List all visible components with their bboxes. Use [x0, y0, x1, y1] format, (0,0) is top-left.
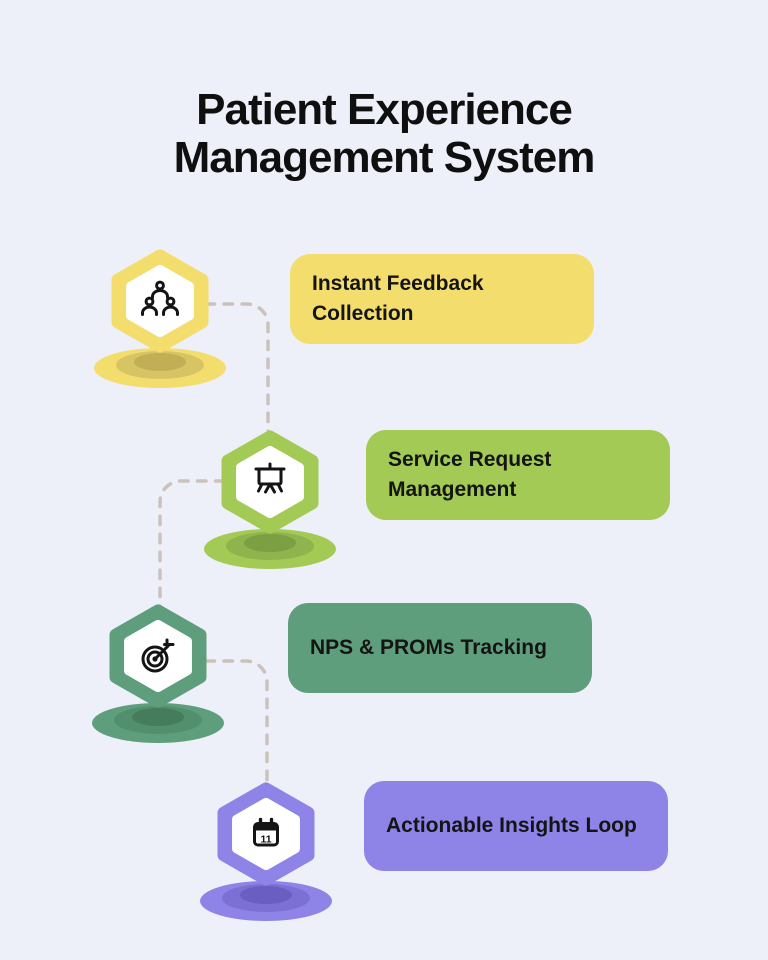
target-icon [141, 638, 175, 673]
calendar-icon: 11 [253, 817, 279, 847]
step-hexagon-graphic [204, 430, 336, 569]
step-badge [88, 599, 228, 749]
step-label-box: Service Request Management [366, 430, 670, 520]
connector-path-1 [204, 302, 270, 438]
step-hexagon-graphic [94, 249, 226, 388]
step-badge [200, 425, 340, 575]
step-hexagon-graphic: 11 [200, 782, 332, 921]
step-label: Service Request Management [388, 448, 552, 501]
title-line-1: Patient Experience [196, 85, 573, 134]
easel-icon [254, 462, 286, 494]
title-line-2: Management System [173, 133, 596, 182]
calendar-day-text: 11 [260, 834, 271, 846]
step-label: Instant Feedback Collection [312, 272, 484, 325]
step-label: NPS & PROMs Tracking [310, 636, 547, 659]
step-hexagon-graphic [92, 604, 224, 743]
step-label-box: Instant Feedback Collection [290, 254, 594, 344]
connector-path-3 [204, 659, 269, 794]
people-group-icon [141, 280, 179, 316]
step-badge: 11 [196, 777, 336, 927]
page-title: Patient Experience Management System [0, 86, 768, 182]
step-label: Actionable Insights Loop [386, 814, 637, 837]
step-label-box: NPS & PROMs Tracking [288, 603, 592, 693]
step-badge [90, 244, 230, 394]
connector-path-2 [158, 479, 226, 618]
step-label-box: Actionable Insights Loop [364, 781, 668, 871]
